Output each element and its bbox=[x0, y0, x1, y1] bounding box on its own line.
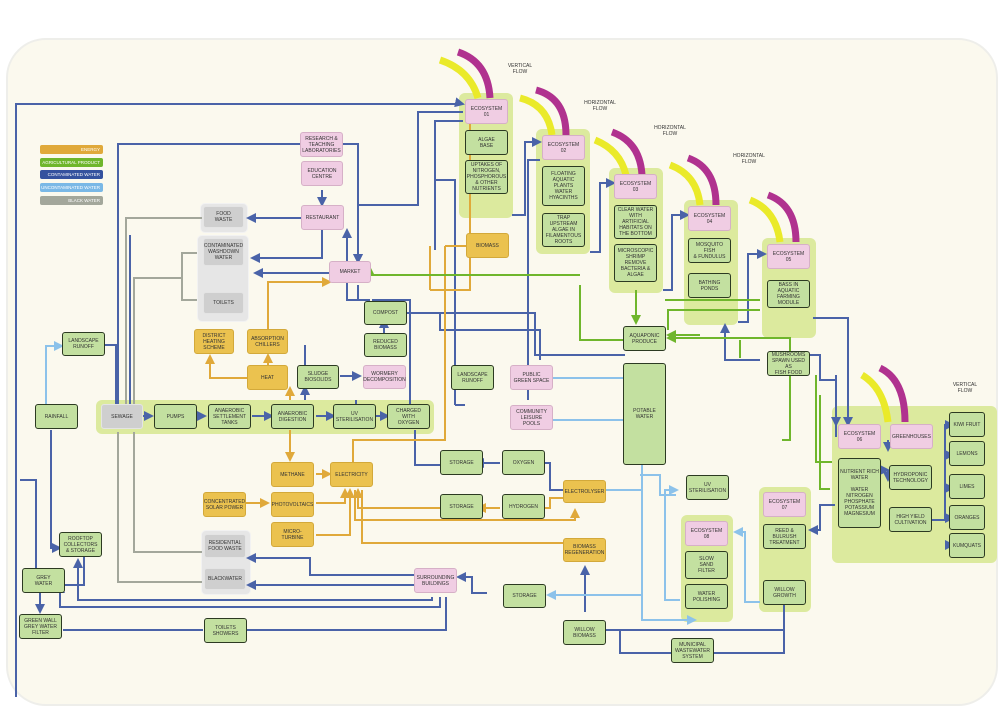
pumps-node: Pumps bbox=[154, 404, 197, 429]
legend-energy: Energy bbox=[40, 145, 103, 154]
methane-node: Methane bbox=[271, 462, 314, 487]
blackwater-node: Blackwater bbox=[204, 568, 246, 590]
sewage-node: Sewage bbox=[101, 404, 143, 429]
green-wall-node: Green Wall Grey Water Filter bbox=[19, 614, 62, 639]
nutrient-uptake-node: Uptakes of Nitrogen, Phosphorous & Other… bbox=[465, 160, 508, 194]
micro-turbine-node: Micro-turbine bbox=[271, 522, 314, 547]
clear-water-node: Clear Water With Artificial Habitats on … bbox=[614, 205, 657, 239]
legend-agricultural-product: Agricultural Product bbox=[40, 158, 103, 167]
community-pools-node: Community Leisure Pools bbox=[510, 405, 553, 430]
trap-algae-node: Trap Upstream Algae in Filamentous Roots bbox=[542, 213, 585, 247]
mosquito-fish-node: Mosquito Fish & Fundulus bbox=[688, 238, 731, 263]
flow-label-2: Horizontal Flow bbox=[584, 100, 616, 112]
oxygen-node: Oxygen bbox=[502, 450, 545, 475]
public-green-space-node: Public Green Space bbox=[510, 365, 553, 390]
clean-water-lines bbox=[45, 341, 760, 625]
storage-node: Storage bbox=[503, 584, 546, 608]
storage-oxygen-node: Storage bbox=[440, 450, 483, 475]
ecosystem-04-node: Ecosystem 04 bbox=[688, 206, 731, 231]
restaurant-node: Restaurant bbox=[301, 205, 344, 230]
food-waste-node: Food Waste bbox=[203, 206, 244, 228]
compost-node: Compost bbox=[364, 301, 407, 325]
anaerobic-tanks-node: Anaerobic Settlement Tanks bbox=[208, 404, 251, 429]
education-centre-node: Education Centre bbox=[301, 161, 343, 186]
hydroponic-node: Hydroponic Technology bbox=[889, 465, 932, 490]
uv-sterilisation-2-node: UV Sterilisation bbox=[686, 475, 729, 500]
flow-label-3: Horizontal Flow bbox=[654, 125, 686, 137]
kumquats-node: Kumquats bbox=[949, 533, 985, 558]
legend-contaminated-water: Contaminated Water bbox=[40, 170, 103, 179]
ecosystem-02-node: Ecosystem 02 bbox=[542, 135, 585, 160]
lemons-node: Lemons bbox=[949, 441, 985, 466]
reduced-biomass-node: Reduced Biomass bbox=[364, 333, 407, 357]
biomass-node: Biomass bbox=[466, 233, 509, 258]
high-yield-node: High Yield Cultivation bbox=[889, 507, 932, 532]
bass-module-node: Bass in Aquatic Farming Module bbox=[767, 280, 810, 308]
legend-black-water: Black Water bbox=[40, 196, 103, 205]
ecosystem-06-node: Ecosystem 06 bbox=[838, 424, 881, 449]
legend-uncontaminated-water: Uncontaminated Water bbox=[40, 183, 103, 192]
hydrogen-node: Hydrogen bbox=[502, 494, 545, 519]
agricultural-lines bbox=[365, 266, 832, 490]
kiwi-fruit-node: Kiwi Fruit bbox=[949, 412, 985, 437]
municipal-wastewater-node: Municipal Wastewater System bbox=[671, 638, 714, 663]
potable-water-node: Potable Water bbox=[623, 363, 666, 465]
residential-food-waste-node: Residential Food Waste bbox=[204, 534, 246, 558]
surrounding-buildings-node: Surrounding Buildings bbox=[414, 568, 457, 593]
market-node: Market bbox=[329, 261, 371, 283]
biomass-regeneration-node: Biomass Regeneration bbox=[563, 538, 606, 562]
water-polishing-node: Water Polishing bbox=[685, 584, 728, 609]
flow-label-5: Vertical Flow bbox=[952, 382, 978, 394]
aquaponic-produce-node: Aquaponic Produce bbox=[623, 326, 666, 351]
greenhouses-node: Greenhouses bbox=[890, 424, 933, 449]
willow-growth-node: Willow Growth bbox=[763, 580, 806, 605]
ecosystem-05-node: Ecosystem 05 bbox=[767, 244, 810, 269]
charged-oxygen-node: Charged With Oxygen bbox=[387, 404, 430, 429]
heat-node: Heat bbox=[247, 365, 288, 390]
mushrooms-node: Mushrooms Spawn Used As Fish Food bbox=[767, 351, 810, 376]
grey-water-node: Grey Water bbox=[22, 568, 65, 593]
reed-bulrush-node: Reed & Bulrush Treatment bbox=[763, 524, 806, 549]
limes-node: Limes bbox=[949, 474, 985, 499]
ecosystem-08-node: Ecosystem 08 bbox=[685, 521, 728, 546]
uv-sterilisation-node: UV Sterilisation bbox=[333, 404, 376, 429]
toilets-node: Toilets bbox=[203, 292, 244, 314]
oranges-node: Oranges bbox=[949, 505, 985, 530]
photovoltaics-node: Photovoltaics bbox=[271, 492, 314, 517]
toilets-showers-node: Toilets Showers bbox=[204, 618, 247, 643]
landscape-runoff-2-node: Landscape Runoff bbox=[451, 365, 494, 390]
ecosystem-03-node: Ecosystem 03 bbox=[614, 174, 657, 199]
input-arrows bbox=[438, 48, 909, 423]
rainfall-node: Rainfall bbox=[35, 404, 78, 429]
shrimp-node: Microscopic Shrimp Remove Bacteria & Alg… bbox=[614, 244, 657, 282]
rooftop-collectors-node: Rooftop Collectors & Storage bbox=[59, 532, 102, 557]
wormery-node: Wormery Decomposition bbox=[363, 365, 406, 389]
willow-biomass-node: Willow Biomass bbox=[563, 620, 606, 645]
floating-plants-node: Floating Aquatic Plants Water Hyacinths bbox=[542, 166, 585, 206]
anaerobic-digestion-node: Anaerobic Digestion bbox=[271, 404, 314, 429]
concentrated-solar-node: Concentrated Solar Power bbox=[203, 492, 246, 517]
algae-base-node: Algae Base bbox=[465, 130, 508, 155]
sludge-biosolids-node: Sludge Biosolids bbox=[297, 365, 339, 389]
storage-hydrogen-node: Storage bbox=[440, 494, 483, 519]
bathing-ponds-node: Bathing Ponds bbox=[688, 273, 731, 298]
ecosystem-01-node: Ecosystem 01 bbox=[465, 99, 508, 124]
landscape-runoff-node: Landscape Runoff bbox=[62, 332, 105, 356]
slow-sand-filter-node: Slow Sand Filter bbox=[685, 551, 728, 579]
absorption-chillers-node: Absorption Chillers bbox=[247, 329, 288, 354]
ecosystem-07-node: Ecosystem 07 bbox=[763, 492, 806, 517]
nutrient-rich-water-node: Nutrient Rich Water Water Nitrogen Phosp… bbox=[838, 458, 881, 528]
contaminated-washdown-node: Contaminated Washdown Water bbox=[203, 238, 244, 266]
electricity-node: Electricity bbox=[330, 462, 373, 487]
district-heating-node: District Heating Scheme bbox=[194, 329, 234, 354]
flow-label-1: Vertical Flow bbox=[507, 63, 533, 75]
contaminated-water-lines bbox=[15, 103, 955, 697]
research-labs-node: Research & Teaching Laboratories bbox=[300, 132, 343, 157]
black-water-lines bbox=[117, 217, 202, 583]
flow-label-4: Horizontal Flow bbox=[733, 153, 765, 165]
electrolyser-node: Electrolyser bbox=[563, 480, 606, 503]
